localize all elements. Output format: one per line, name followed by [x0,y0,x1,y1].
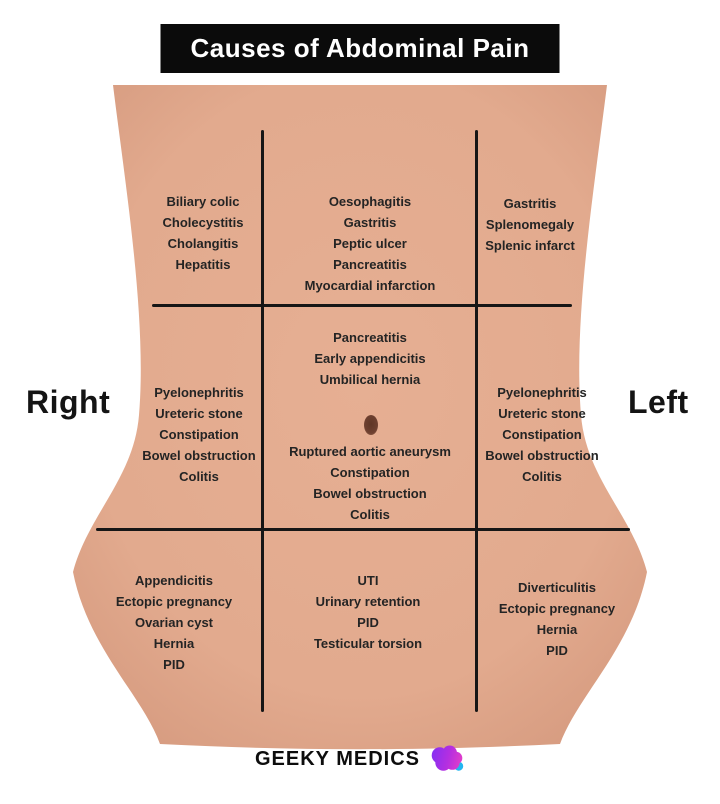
condition-line: Splenomegaly [485,217,575,232]
condition-line: Ureteric stone [155,406,243,421]
condition-line: Pancreatitis [333,330,407,345]
condition-line: Myocardial infarction [304,278,436,293]
condition-line: Bowel obstruction [485,448,599,463]
condition-line: Constipation [159,427,239,442]
condition-line: Hepatitis [175,257,231,272]
condition-line: Colitis [179,469,219,484]
side-label-left: Left [628,384,689,420]
condition-line: Gastritis [503,196,557,211]
condition-line: Oesophagitis [328,194,412,209]
condition-line: Pyelonephritis [497,385,587,400]
condition-line: Constipation [330,465,410,480]
condition-line: Peptic ulcer [333,236,407,251]
footer: GEEKY MEDICS [0,744,720,774]
condition-line: Hernia [153,636,195,651]
condition-line: Bowel obstruction [142,448,256,463]
grid-line-vertical-left [261,130,264,712]
condition-line: Ruptured aortic aneurysm [289,444,451,459]
condition-line: Constipation [502,427,582,442]
condition-line: PID [163,657,185,672]
condition-line: Ovarian cyst [134,615,214,630]
condition-line: Biliary colic [166,194,240,209]
condition-line: PID [546,643,568,658]
condition-line: Pancreatitis [333,257,407,272]
grid-line-horizontal-bottom [96,528,630,531]
condition-line: Pyelonephritis [154,385,244,400]
grid-line-horizontal-top [152,304,572,307]
condition-line: UTI [357,573,379,588]
page-title: Causes of Abdominal Pain [190,33,530,63]
condition-line: Urinary retention [315,594,421,609]
side-label-right: Right [26,384,111,420]
grid-line-vertical-right [475,130,478,712]
brain-icon [431,745,464,771]
condition-line: Testicular torsion [313,636,423,651]
title-banner: Causes of Abdominal Pain [160,24,560,73]
condition-line: Ectopic pregnancy [498,601,616,616]
torso-shape [73,85,647,750]
condition-line: PID [357,615,379,630]
condition-line: Colitis [522,469,562,484]
condition-line: Umbilical hernia [319,372,421,387]
condition-line: Bowel obstruction [313,486,427,501]
condition-line: Appendicitis [134,573,213,588]
condition-line: Gastritis [343,215,397,230]
condition-line: Ectopic pregnancy [115,594,233,609]
brand-text: GEEKY MEDICS [255,747,420,770]
condition-line: Splenic infarct [485,238,575,253]
condition-line: Diverticulitis [517,580,597,595]
navel [364,415,378,435]
condition-line: Colitis [350,507,390,522]
condition-line: Hernia [536,622,578,637]
condition-line: Early appendicitis [314,351,426,366]
condition-line: Ureteric stone [498,406,586,421]
condition-line: Cholecystitis [162,215,244,230]
condition-line: Cholangitis [167,236,239,251]
